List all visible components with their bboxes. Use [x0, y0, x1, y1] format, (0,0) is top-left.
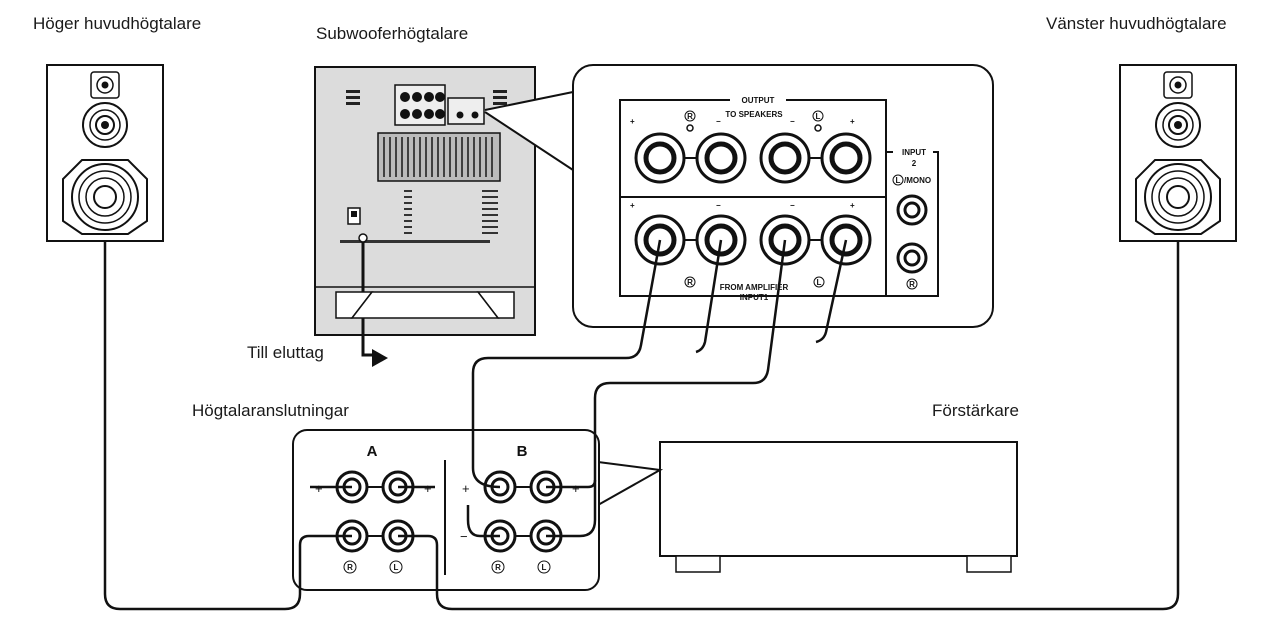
svg-text:L: L — [817, 278, 822, 287]
speaker-terminal-panel: A B + + − − + + − − R L R L — [292, 429, 600, 591]
left-main-speaker-label: Vänster huvudhögtalare — [1046, 14, 1227, 33]
svg-text:L: L — [816, 112, 821, 121]
speaker-terminals-label: Högtalaranslutningar — [192, 401, 349, 420]
r-marker-bottom: R — [684, 276, 696, 288]
subwoofer-label: Subwooferhögtalare — [316, 24, 469, 43]
svg-text:−: − — [716, 117, 721, 126]
rca-r-marker: R — [906, 278, 918, 290]
svg-text:−: − — [716, 201, 721, 210]
svg-text:R: R — [495, 563, 501, 572]
svg-text:R: R — [687, 278, 693, 287]
b-l-marker: L — [537, 560, 551, 574]
output-label: OUTPUT — [742, 96, 775, 105]
svg-text:L: L — [896, 176, 901, 185]
amplifier-pointer — [597, 461, 664, 506]
svg-text:R: R — [687, 112, 693, 121]
amplifier — [659, 441, 1018, 573]
terminal-a-label: A — [367, 443, 378, 460]
outlet-label: Till eluttag — [247, 343, 324, 362]
from-amplifier-label: FROM AMPLIFIER — [720, 283, 789, 292]
svg-text:R: R — [347, 563, 353, 572]
svg-text:R: R — [909, 280, 915, 289]
terminal-b-label: B — [517, 443, 528, 460]
svg-text:+: + — [572, 481, 580, 496]
right-main-speaker — [46, 64, 164, 242]
a-l-marker: L — [389, 560, 403, 574]
svg-text:L: L — [394, 563, 399, 572]
input2-label: INPUT — [902, 148, 926, 157]
svg-text:+: + — [462, 481, 470, 496]
to-speakers-label: TO SPEAKERS — [725, 110, 783, 119]
svg-text:+: + — [850, 201, 855, 210]
svg-text:+: + — [630, 201, 635, 210]
l-marker-bottom: L — [813, 276, 825, 288]
mono-marker: L /MONO — [892, 174, 931, 186]
l-marker-top: L — [812, 110, 824, 122]
svg-text:+: + — [850, 117, 855, 126]
svg-text:−: − — [790, 117, 795, 126]
svg-text:+: + — [630, 117, 635, 126]
input2-number: 2 — [912, 159, 917, 168]
left-main-speaker — [1119, 64, 1237, 242]
right-main-speaker-label: Höger huvudhögtalare — [33, 14, 202, 33]
svg-text:−: − — [460, 529, 468, 544]
a-r-marker: R — [343, 560, 357, 574]
svg-text:−: − — [790, 201, 795, 210]
subwoofer-terminal-panel: OUTPUT TO SPEAKERS + − − + + − − + R L R… — [572, 64, 994, 328]
r-marker-top: R — [684, 110, 696, 122]
mono-label: /MONO — [904, 176, 931, 185]
b-r-marker: R — [491, 560, 505, 574]
svg-text:L: L — [542, 563, 547, 572]
speaker-cables — [103, 239, 1180, 611]
svg-text:+: + — [424, 481, 432, 496]
svg-text:+: + — [315, 481, 323, 496]
amplifier-label: Förstärkare — [932, 401, 1019, 420]
input1-label: INPUT1 — [740, 293, 769, 302]
